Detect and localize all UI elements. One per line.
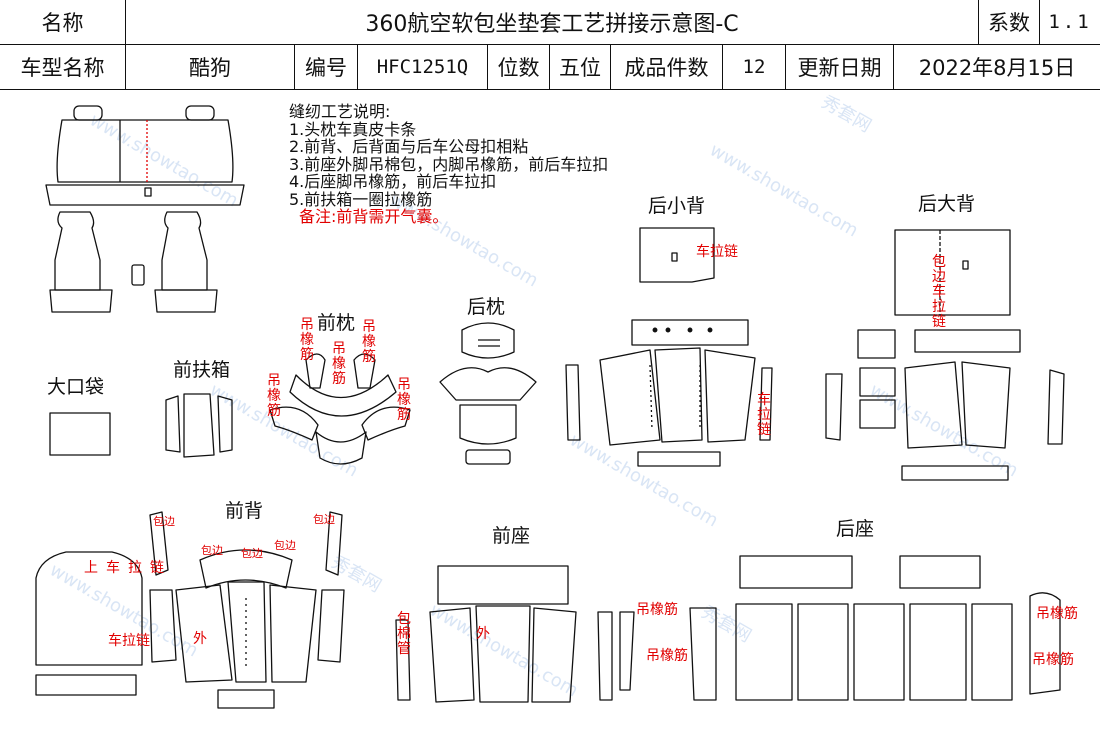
annotation-cotton-tube: 包棉管 (397, 611, 411, 657)
header-row-1: 名称 360航空软包坐垫套工艺拼接示意图-C 系数 1.1 (0, 0, 1100, 45)
pieces-value: 12 (723, 44, 786, 89)
header-row-2: 车型名称 酷狗 编号 HFC1251Q 位数 五位 成品件数 12 更新日期 2… (0, 44, 1100, 90)
seats-value: 五位 (550, 44, 611, 89)
annotation-elastic: 吊橡筋 (300, 317, 314, 363)
date-value: 2022年8月15日 (918, 55, 1076, 80)
front-seat-pieces (395, 565, 613, 703)
annotation-edging: 包边 (274, 539, 296, 552)
label-front-seat: 前座 (492, 525, 531, 547)
annotation-elastic: 吊橡筋 (267, 373, 281, 419)
front-headrest-pieces (269, 353, 411, 465)
annotation-outside: 外 (193, 631, 207, 647)
label-front-headrest: 前枕 (317, 312, 356, 334)
notes-item: 2.前背、后背面与后车公母扣相粘 (289, 137, 529, 156)
label-rear-seat: 后座 (836, 518, 875, 540)
date-label: 更新日期 (786, 44, 894, 89)
annotation-outside: 外 (476, 626, 490, 642)
label-front-back: 前背 (225, 500, 264, 522)
notes-heading: 缝纫工艺说明: (289, 102, 391, 121)
notes-item: 3.前座外脚吊棉包，内脚吊橡筋，前后车拉扣 (289, 154, 609, 174)
name-label: 名称 (0, 0, 126, 44)
label-rear-big-back: 后大背 (918, 193, 976, 215)
annotation-zipper: 车拉链 (757, 392, 771, 438)
annotation-elastic: 吊橡筋 (332, 341, 346, 387)
code-label: 编号 (295, 44, 358, 89)
sewing-notes: 缝纫工艺说明: 1.头枕车真皮卡条 2.前背、后背面与后车公母扣相粘 3.前座外… (289, 103, 608, 226)
label-front-armrest: 前扶箱 (173, 359, 231, 381)
rear-seat-pieces (619, 555, 1061, 701)
rear-headrest-pieces (439, 322, 537, 465)
big-pocket-piece (49, 412, 111, 456)
annotation-elastic: 吊橡筋 (636, 602, 678, 618)
annotation-zipper: 车拉链 (696, 244, 738, 260)
coef-value: 1.1 (1048, 11, 1092, 33)
annotation-edging: 包边 (241, 547, 263, 560)
doc-title: 360航空软包坐垫套工艺拼接示意图-C (126, 0, 979, 44)
rear-small-back-pieces (565, 227, 773, 467)
seats-label: 位数 (488, 44, 550, 89)
annotation-elastic: 吊橡筋 (397, 377, 411, 423)
coef-label: 系数 (979, 0, 1040, 44)
annotation-edging: 包边 (153, 515, 175, 528)
rear-big-back-pieces (825, 229, 1065, 481)
annotation-elastic: 吊橡筋 (1032, 652, 1074, 668)
notes-item: 5.前扶箱一圈拉橡筋 (289, 189, 433, 209)
label-big-pocket: 大口袋 (47, 376, 105, 398)
code-value: HFC1251Q (358, 44, 488, 89)
front-back-pieces (35, 511, 345, 709)
seat-overview-illustration (45, 105, 245, 313)
label-rear-small-back: 后小背 (648, 195, 706, 217)
model-value: 酷狗 (126, 44, 295, 89)
model-label: 车型名称 (0, 44, 126, 89)
annotation-zipper: 车拉链 (108, 633, 150, 649)
annotation-elastic: 吊橡筋 (1036, 606, 1078, 622)
annotation-elastic: 吊橡筋 (646, 648, 688, 664)
label-rear-headrest: 后枕 (467, 296, 506, 318)
notes-item: 1.头枕车真皮卡条 (289, 119, 417, 139)
annotation-edging: 包边 (201, 544, 223, 557)
front-armrest-pieces (165, 393, 233, 458)
notes-item: 4.后座脚吊橡筋，前后车拉扣 (289, 172, 497, 191)
pieces-label: 成品件数 (611, 44, 723, 89)
annotation-elastic: 吊橡筋 (362, 319, 376, 365)
notes-remark: 备注:前背需开气囊。 (299, 207, 449, 226)
annotation-upper-zipper: 上车拉链 (84, 560, 172, 576)
annotation-edging: 包边 (313, 513, 335, 526)
annotation-edge-zipper: 包边车拉链 (932, 254, 946, 330)
